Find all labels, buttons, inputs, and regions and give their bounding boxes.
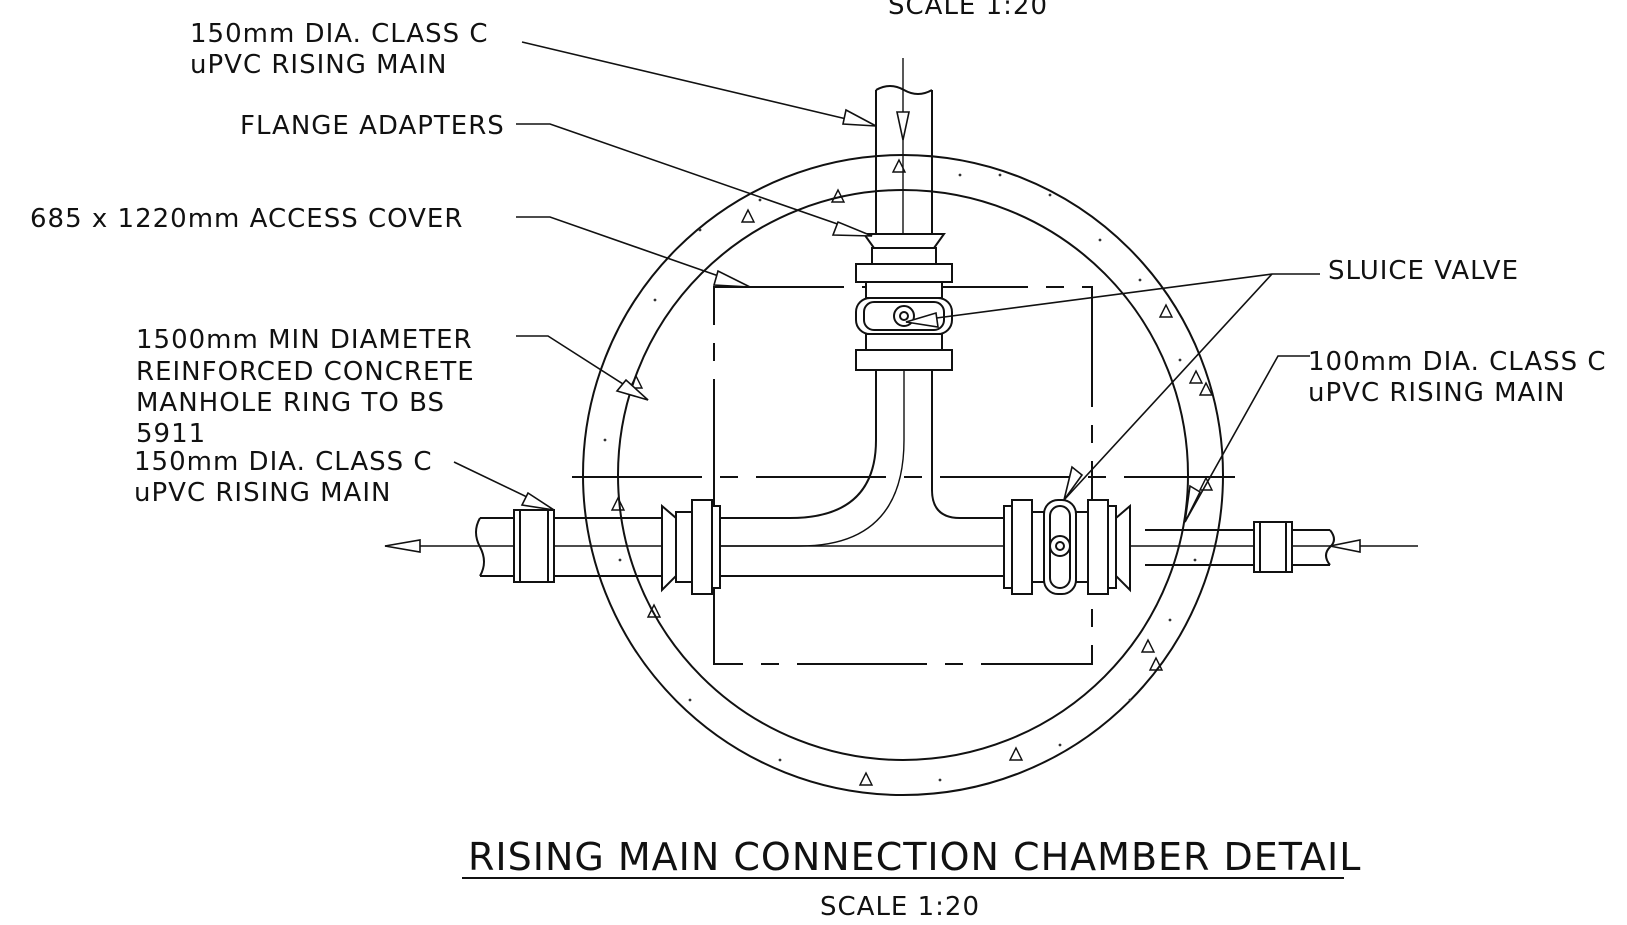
left-flange-assembly: [661, 499, 721, 595]
label-inlet-top-line1: 150mm DIA. CLASS C: [190, 19, 489, 49]
top-scale-fragment: SCALE 1:20: [888, 0, 1048, 21]
leader-lines: [453, 41, 1320, 523]
label-inlet-right-line2: uPVC RISING MAIN: [1308, 378, 1565, 408]
callout-labels: 150mm DIA. CLASS C uPVC RISING MAIN FLAN…: [30, 19, 1607, 508]
top-inlet-pipe: [875, 58, 933, 235]
right-flange-assembly: [1003, 499, 1131, 595]
label-inlet-top-line2: uPVC RISING MAIN: [190, 50, 447, 80]
label-outlet-left-line1: 150mm DIA. CLASS C: [134, 447, 433, 477]
label-manhole-ring-line2: REINFORCED CONCRETE: [136, 357, 475, 387]
label-manhole-ring-line4: 5911: [136, 419, 206, 449]
drawing-scale: SCALE 1:20: [820, 892, 980, 922]
drawing-title-block: RISING MAIN CONNECTION CHAMBER DETAIL SC…: [462, 835, 1361, 922]
drawing-title: RISING MAIN CONNECTION CHAMBER DETAIL: [468, 835, 1361, 879]
label-manhole-ring-line3: MANHOLE RING TO BS: [136, 388, 445, 418]
left-coupling: [513, 509, 555, 583]
top-flange-adapter: [855, 233, 953, 299]
bend-pipe: [720, 370, 1010, 547]
label-sluice-valve: SLUICE VALVE: [1328, 256, 1519, 286]
label-flange-adapters: FLANGE ADAPTERS: [240, 111, 505, 141]
label-access-cover: 685 x 1220mm ACCESS COVER: [30, 204, 463, 234]
top-sluice-valve: [855, 297, 953, 371]
label-inlet-right-line1: 100mm DIA. CLASS C: [1308, 347, 1607, 377]
label-outlet-left-line2: uPVC RISING MAIN: [134, 478, 391, 508]
concrete-hatch: [603, 158, 1214, 786]
label-manhole-ring-line1: 1500mm MIN DIAMETER: [136, 325, 473, 355]
right-coupling: [1253, 521, 1293, 573]
